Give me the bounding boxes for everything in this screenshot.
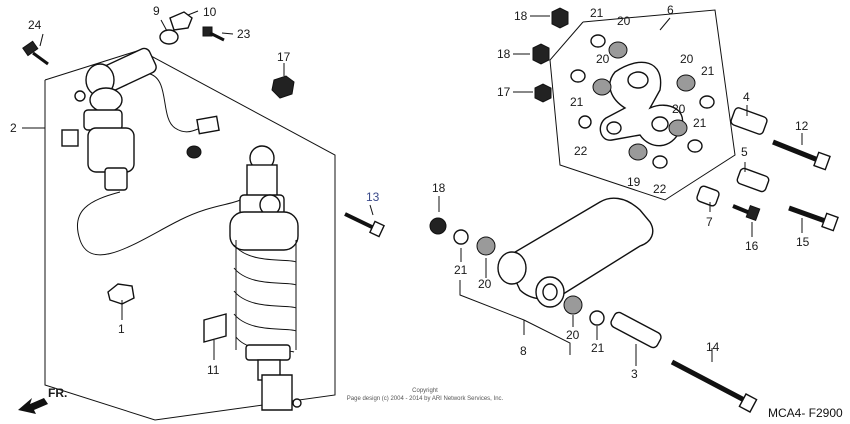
callout-6: 6 <box>667 3 674 17</box>
callout-21-a: 21 <box>590 6 604 20</box>
shock-assembly-group <box>22 10 385 421</box>
part-1-clip <box>107 283 135 305</box>
callout-20-a: 20 <box>617 14 631 28</box>
callout-7: 7 <box>706 215 713 229</box>
callout-5: 5 <box>741 145 748 159</box>
part-7-collar <box>696 185 720 207</box>
collars-and-bolts <box>610 105 839 413</box>
part-11-label <box>203 313 227 343</box>
front-direction-arrow: FR. <box>18 386 67 414</box>
callout-20-c: 20 <box>478 277 492 291</box>
callout-20-f: 20 <box>680 52 694 66</box>
callout-21-f: 21 <box>693 116 707 130</box>
callout-21-d: 21 <box>591 341 605 355</box>
callout-9: 9 <box>153 4 160 18</box>
link-group <box>429 196 654 355</box>
callout-20-e: 20 <box>596 52 610 66</box>
nut-17 <box>271 75 295 99</box>
callout-10: 10 <box>203 5 217 19</box>
callout-13: 13 <box>366 190 380 204</box>
callout-21-b: 21 <box>570 95 584 109</box>
part-9-collar <box>159 29 179 45</box>
callout-15: 15 <box>796 235 810 249</box>
bolt-13 <box>344 212 385 238</box>
grommet <box>186 145 202 159</box>
callout-24: 24 <box>28 18 42 32</box>
callout-22-a: 22 <box>574 144 588 158</box>
callout-20-d: 20 <box>566 328 580 342</box>
callout-1: 1 <box>118 322 125 336</box>
callout-17-b: 17 <box>497 85 511 99</box>
callout-21-c: 21 <box>454 263 468 277</box>
callout-20-g: 20 <box>672 102 686 116</box>
callout-18-a: 18 <box>514 9 528 23</box>
callout-19: 19 <box>627 175 641 189</box>
callout-12: 12 <box>795 119 809 133</box>
callout-14: 14 <box>706 340 720 354</box>
callout-21-e: 21 <box>701 64 715 78</box>
callout-18-b: 18 <box>497 47 511 61</box>
part-4-collar <box>730 107 768 135</box>
callout-17-left: 17 <box>277 50 291 64</box>
copyright-line-1: Copyright <box>412 388 438 394</box>
part-10-clamp <box>169 11 193 31</box>
part-5-collar <box>736 167 770 193</box>
callout-4: 4 <box>743 90 750 104</box>
callout-18-c: 18 <box>432 181 446 195</box>
callout-3: 3 <box>631 367 638 381</box>
callout-2: 2 <box>10 121 17 135</box>
front-label: FR. <box>48 386 67 400</box>
rocker-arm-group <box>513 7 736 201</box>
rear-shock <box>229 145 302 411</box>
bolt-23 <box>202 26 225 42</box>
remote-adjuster <box>61 47 241 256</box>
callout-23: 23 <box>237 27 251 41</box>
callout-11: 11 <box>207 363 220 377</box>
diagram-code: MCA4- F2900 <box>768 406 843 420</box>
bolt-24 <box>22 40 49 66</box>
callout-22-b: 22 <box>653 182 667 196</box>
copyright-line-2: Page design (c) 2004 - 2014 by ARI Netwo… <box>347 396 504 402</box>
callout-8: 8 <box>520 344 527 358</box>
callout-16: 16 <box>745 239 759 253</box>
